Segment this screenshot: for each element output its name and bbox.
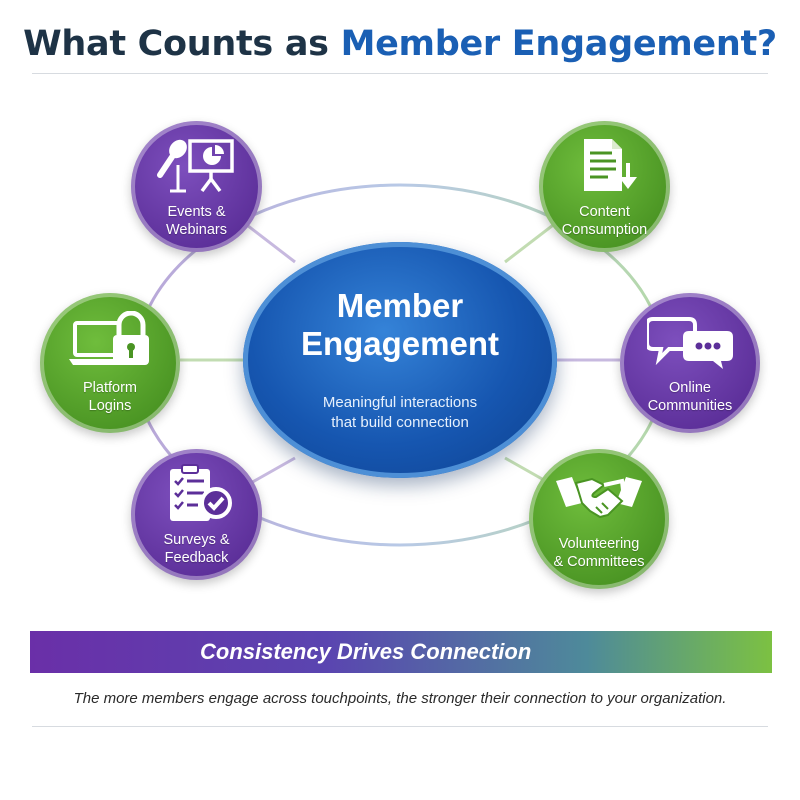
laptop-lock-icon	[69, 311, 149, 365]
document-download-icon	[583, 138, 637, 191]
bottom-divider	[32, 726, 768, 727]
page-title: What Counts as Member Engagement?	[0, 24, 800, 64]
banner-text: Consistency Drives Connection	[200, 639, 532, 664]
center-subtitle: Meaningful interactions that build conne…	[322, 394, 478, 431]
checklist-icon	[169, 463, 232, 521]
chat-bubbles-icon	[647, 317, 733, 369]
node-label: Online Communities	[647, 380, 733, 414]
node-label: Volunteering & Committees	[553, 536, 645, 570]
node-label: Content Consumption	[561, 203, 648, 238]
top-divider	[32, 73, 768, 74]
node-label: Platform Logins	[83, 380, 137, 414]
node-events-webinars: Events & Webinars	[131, 121, 262, 252]
handshake-icon	[556, 477, 642, 519]
title-part-1: What Counts as	[23, 24, 341, 64]
node-online-communities: Online Communities	[620, 293, 760, 433]
footer-caption: The more members engage across touchpoin…	[73, 690, 727, 707]
center-hub: Member Engagement Meaningful interaction…	[243, 242, 557, 478]
node-label: Events & Webinars	[166, 203, 227, 238]
node-content-consumption: Content Consumption	[539, 121, 670, 252]
microphone-presentation-icon	[156, 138, 234, 192]
node-volunteering-committees: Volunteering & Committees	[529, 449, 669, 589]
title-part-2: Member Engagement?	[340, 24, 778, 64]
node-label: Surveys & Feedback	[163, 531, 230, 566]
center-title: Member Engagement	[300, 287, 500, 362]
node-surveys-feedback: Surveys & Feedback	[131, 449, 262, 580]
consistency-banner: Consistency Drives Connection	[30, 631, 772, 673]
node-platform-logins: Platform Logins	[40, 293, 180, 433]
